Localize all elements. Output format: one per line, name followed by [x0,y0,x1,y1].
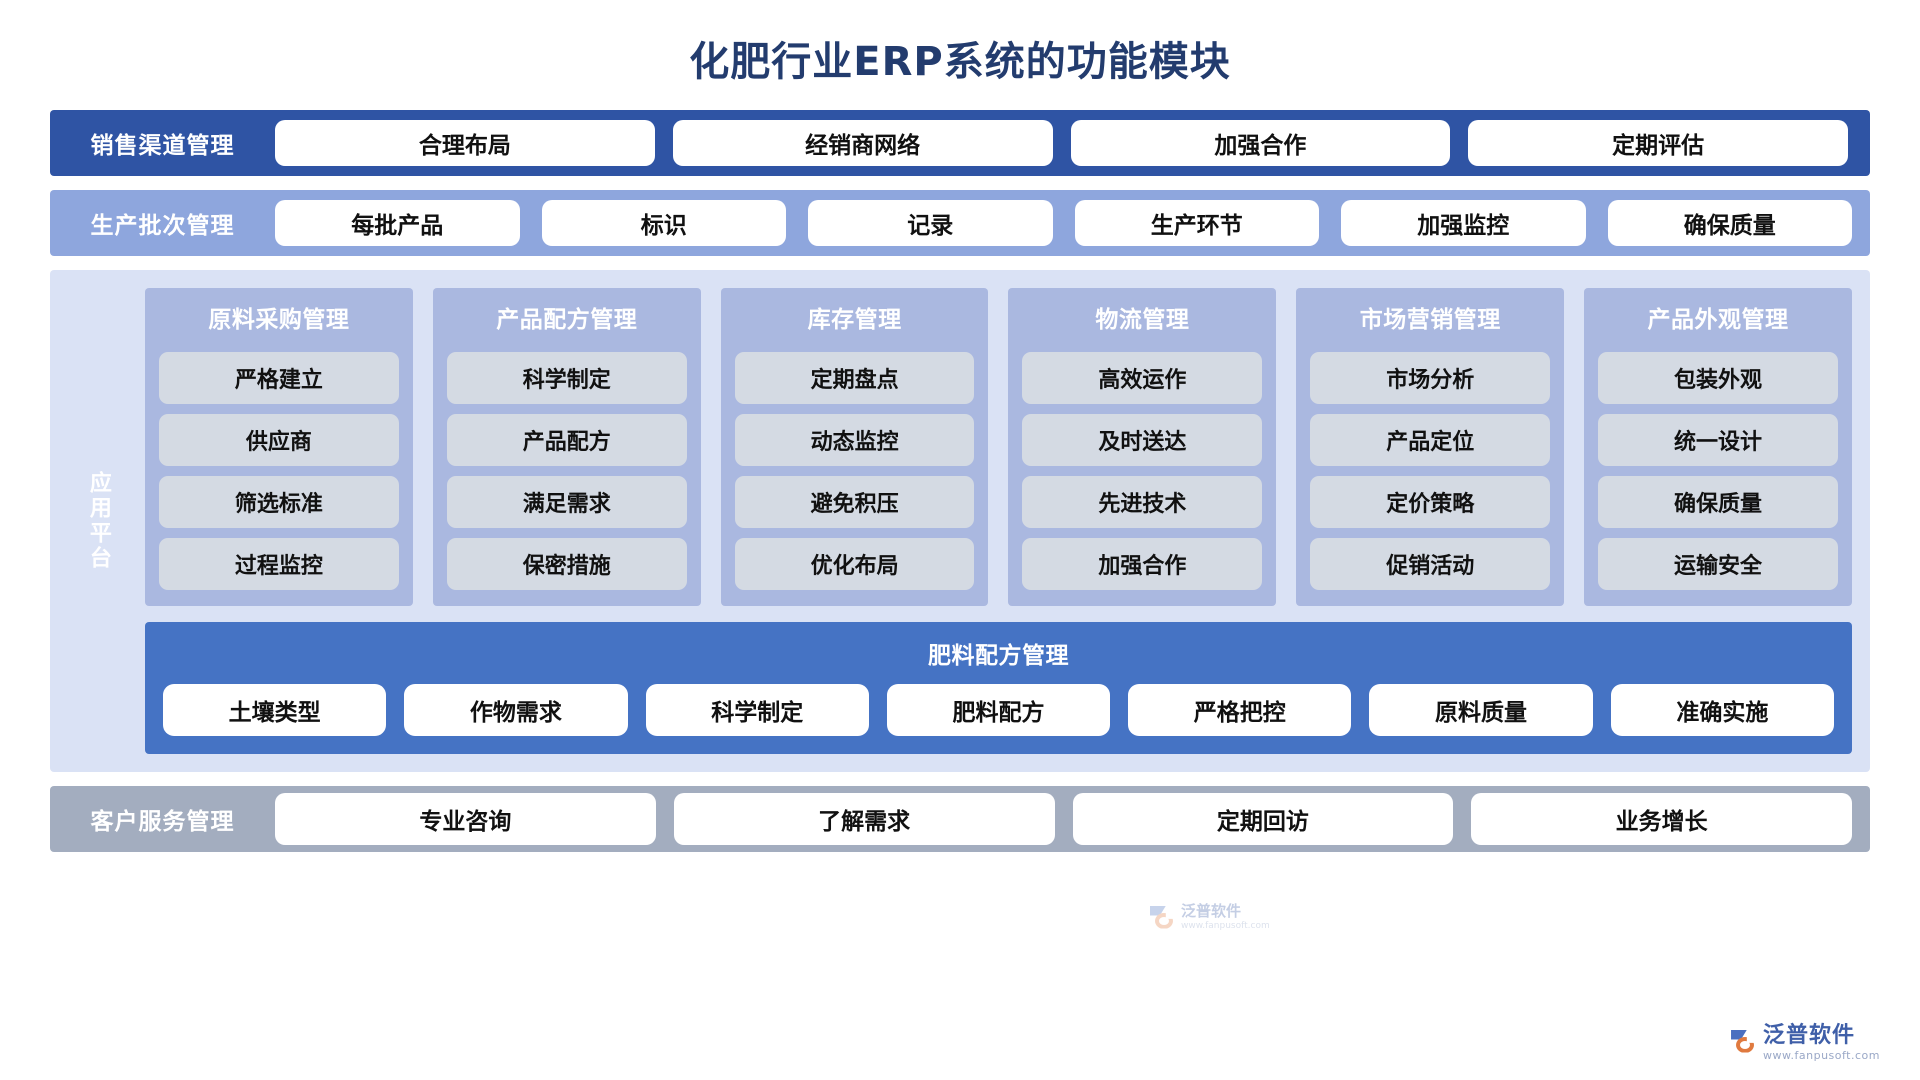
list-item[interactable]: 统一设计 [1598,414,1838,466]
module-column-inventory: 库存管理 定期盘点 动态监控 避免积压 优化布局 [720,288,989,606]
list-item[interactable]: 产品配方 [446,414,687,466]
module-columns: 原料采购管理 严格建立 供应商 筛选标准 过程监控 产品配方管理 科学制定 产品… [145,288,1852,606]
column-title: 产品外观管理 [1647,307,1789,333]
fanpu-logo-icon [1731,1027,1757,1053]
column-title: 产品配方管理 [496,307,638,333]
list-item[interactable]: 促销活动 [1310,538,1551,590]
watermark-url: www.fanpusoft.com [1763,1049,1880,1062]
row-sales-channel-management: 销售渠道管理 合理布局 经销商网络 加强合作 定期评估 [50,110,1870,176]
column-title: 市场营销管理 [1359,307,1501,333]
formula-item-6[interactable]: 准确实施 [1610,684,1834,736]
module-column-marketing: 市场营销管理 市场分析 产品定位 定价策略 促销活动 [1296,288,1565,606]
module-column-raw-material-procurement: 原料采购管理 严格建立 供应商 筛选标准 过程监控 [145,288,413,606]
batch-item-3[interactable]: 生产环节 [1074,200,1319,246]
watermark-brand: 泛普软件 [1181,902,1242,920]
list-item[interactable]: 产品定位 [1310,414,1551,466]
fertilizer-formula-items: 土壤类型 作物需求 科学制定 肥料配方 严格把控 原料质量 准确实施 [163,684,1834,736]
list-item[interactable]: 动态监控 [734,414,975,466]
row-production-batch-label: 生产批次管理 [90,213,235,239]
application-platform-label: 应用平台 [85,471,111,571]
column-title: 物流管理 [1095,307,1190,333]
list-item[interactable]: 市场分析 [1310,352,1551,404]
column-items: 高效运作 及时送达 先进技术 加强合作 [1022,352,1263,590]
application-platform-section: 应用平台 原料采购管理 严格建立 供应商 筛选标准 过程监控 产品配方管理 科学… [50,270,1870,931]
formula-item-3[interactable]: 肥料配方 [886,684,1111,736]
column-items: 严格建立 供应商 筛选标准 过程监控 [159,352,399,590]
row-customer-service-items: 专业咨询 了解需求 定期回访 业务增长 [275,793,1852,845]
row-customer-service-label: 客户服务管理 [90,809,235,835]
list-item[interactable]: 保密措施 [446,538,687,590]
list-item[interactable]: 运输安全 [1598,538,1838,590]
list-item[interactable]: 优化布局 [734,538,975,590]
watermark-brand: 泛普软件 [1763,1023,1856,1048]
row-production-batch-management: 生产批次管理 每批产品 标识 记录 生产环节 加强监控 确保质量 [50,190,1870,256]
list-item[interactable]: 科学制定 [446,352,687,404]
watermark-url: www.fanpusoft.com [1181,921,1270,931]
list-item[interactable]: 供应商 [159,414,399,466]
column-items: 定期盘点 动态监控 避免积压 优化布局 [734,352,975,590]
sales-item-1[interactable]: 经销商网络 [672,120,1053,166]
service-item-3[interactable]: 业务增长 [1471,793,1852,845]
service-item-0[interactable]: 专业咨询 [275,793,656,845]
formula-item-2[interactable]: 科学制定 [645,684,869,736]
list-item[interactable]: 满足需求 [446,476,687,528]
page-title: 化肥行业ERP系统的功能模块 [689,39,1231,85]
list-item[interactable]: 高效运作 [1022,352,1263,404]
fertilizer-formula-title: 肥料配方管理 [928,643,1069,669]
column-title: 库存管理 [807,307,902,333]
service-item-1[interactable]: 了解需求 [673,793,1055,845]
row-customer-service-management: 客户服务管理 专业咨询 了解需求 定期回访 业务增长 [50,786,1870,852]
service-item-2[interactable]: 定期回访 [1072,793,1454,845]
batch-item-0[interactable]: 每批产品 [275,200,520,246]
formula-item-1[interactable]: 作物需求 [404,684,628,736]
center-watermark: 泛普软件 www.fanpusoft.com [1150,900,1270,931]
fertilizer-formula-management-block: 肥料配方管理 土壤类型 作物需求 科学制定 肥料配方 严格把控 原料质量 准确实… [145,622,1852,754]
list-item[interactable]: 及时送达 [1022,414,1263,466]
batch-item-5[interactable]: 确保质量 [1607,200,1852,246]
column-title: 原料采购管理 [208,307,350,333]
row-sales-channel-label: 销售渠道管理 [90,133,235,159]
column-items: 科学制定 产品配方 满足需求 保密措施 [446,352,687,590]
list-item[interactable]: 定期盘点 [734,352,975,404]
row-sales-channel-items: 合理布局 经销商网络 加强合作 定期评估 [275,120,1852,166]
formula-item-0[interactable]: 土壤类型 [163,684,387,736]
list-item[interactable]: 包装外观 [1598,352,1838,404]
row-production-batch-items: 每批产品 标识 记录 生产环节 加强监控 确保质量 [275,200,1852,246]
formula-item-4[interactable]: 严格把控 [1128,684,1352,736]
list-item[interactable]: 避免积压 [734,476,975,528]
fanpu-logo-icon [1150,903,1176,929]
application-platform-body: 原料采购管理 严格建立 供应商 筛选标准 过程监控 产品配方管理 科学制定 产品… [145,288,1852,754]
list-item[interactable]: 确保质量 [1598,476,1838,528]
module-column-logistics: 物流管理 高效运作 及时送达 先进技术 加强合作 [1008,288,1277,606]
batch-item-4[interactable]: 加强监控 [1341,200,1586,246]
column-items: 市场分析 产品定位 定价策略 促销活动 [1310,352,1551,590]
formula-item-5[interactable]: 原料质量 [1369,684,1593,736]
list-item[interactable]: 严格建立 [159,352,399,404]
column-items: 包装外观 统一设计 确保质量 运输安全 [1598,352,1838,590]
batch-item-2[interactable]: 记录 [808,200,1053,246]
corner-watermark: 泛普软件 www.fanpusoft.com [1731,1017,1880,1062]
module-column-product-appearance: 产品外观管理 包装外观 统一设计 确保质量 运输安全 [1584,288,1852,606]
sales-item-3[interactable]: 定期评估 [1468,120,1848,166]
module-column-product-formula: 产品配方管理 科学制定 产品配方 满足需求 保密措施 [432,288,701,606]
list-item[interactable]: 筛选标准 [159,476,399,528]
sales-item-2[interactable]: 加强合作 [1070,120,1451,166]
batch-item-1[interactable]: 标识 [541,200,786,246]
list-item[interactable]: 先进技术 [1022,476,1263,528]
list-item[interactable]: 定价策略 [1310,476,1551,528]
list-item[interactable]: 加强合作 [1022,538,1263,590]
sales-item-0[interactable]: 合理布局 [275,120,655,166]
list-item[interactable]: 过程监控 [159,538,399,590]
